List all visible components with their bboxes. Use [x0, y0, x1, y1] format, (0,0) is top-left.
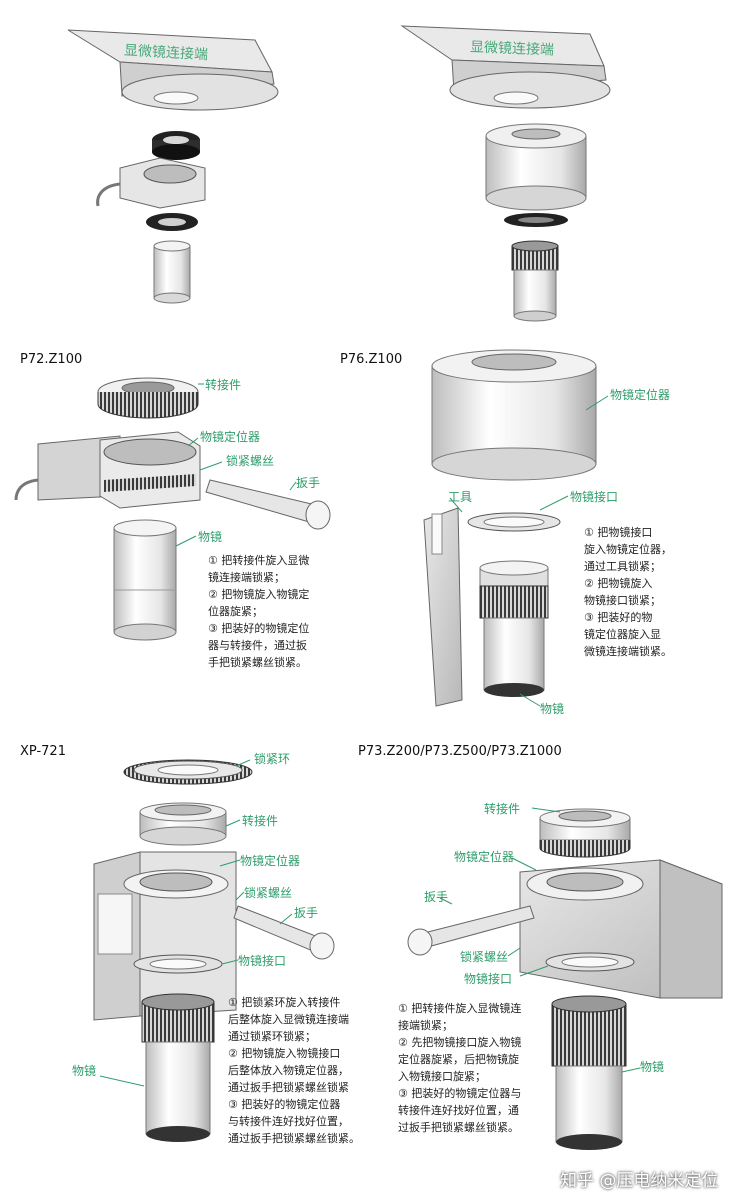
p73-label-wrench: 扳手: [424, 890, 449, 904]
p73-label-objective: 物镜: [640, 1060, 665, 1074]
p73-instruction-line: 入物镜接口旋紧；: [398, 1070, 486, 1083]
p76-instruction-line: 通过工具锁紧；: [584, 560, 661, 573]
p72-label-adapter: 转接件: [205, 378, 242, 392]
p76-locator: [431, 349, 597, 481]
top-right-locator: [485, 123, 587, 211]
top-right-engraving: 显微镜连接端: [469, 39, 555, 59]
p76-instruction-line: ② 把物镜旋入: [584, 577, 653, 590]
p76-model-title: P76.Z100: [340, 352, 403, 367]
p76-tool: [423, 507, 463, 707]
p76-instruction-line: 物镜接口锁紧；: [584, 594, 661, 607]
p73-instruction-line: ① 把转接件旋入显微镜连: [398, 1002, 522, 1015]
xp721-locator-block: [93, 851, 237, 1021]
xp721-instruction-line: ③ 把装好的物镜定位器: [228, 1098, 341, 1111]
p72-instruction-line: 器与转接件，通过扳: [208, 639, 307, 652]
p73-objective: [551, 995, 627, 1150]
p73-model-title: P73.Z200/P73.Z500/P73.Z1000: [358, 744, 562, 759]
p72-label-screw: 锁紧螺丝: [226, 454, 275, 468]
p73-locator-block: [519, 859, 723, 999]
top-left-connector: [67, 29, 279, 111]
p72-label-wrench: 扳手: [296, 476, 321, 490]
top-right-connector: [400, 25, 611, 109]
p72-instruction-line: 位器旋紧；: [208, 605, 263, 618]
xp721-instruction-line: 后整体旋入显微镜连接端: [228, 1013, 349, 1026]
xp721-wrench: [233, 905, 335, 960]
p72-adapter: [97, 377, 199, 419]
p73-wrench: [407, 905, 535, 956]
top-left-lower-ring: [146, 213, 198, 231]
p72-instruction-line: ② 把物镜旋入物镜定: [208, 588, 310, 601]
p73-label-interface: 物镜接口: [464, 972, 513, 986]
p72-instruction-line: ③ 把装好的物镜定位: [208, 622, 310, 635]
p72-instructions: ① 把转接件旋入显微 镜连接端锁紧； ② 把物镜旋入物镜定 位器旋紧； ③ 把装…: [208, 552, 309, 671]
p73-instruction-line: ③ 把装好的物镜定位器与: [398, 1087, 522, 1100]
p73-instruction-line: ② 先把物镜接口旋入物镜: [398, 1036, 522, 1049]
xp721-instruction-line: ① 把锁紧环旋入转接件: [228, 996, 341, 1009]
p72-instruction-line: 手把锁紧螺丝锁紧。: [208, 656, 307, 669]
p76-label-locator: 物镜定位器: [610, 388, 671, 402]
top-right-objective: [511, 240, 559, 322]
p72-instruction-line: ① 把转接件旋入显微: [208, 554, 310, 567]
p72-locator-block: [14, 431, 201, 509]
top-right-black-ring: [504, 213, 568, 227]
leader-lines: [99, 383, 641, 1087]
p72-label-locator: 物镜定位器: [200, 430, 261, 444]
xp721-interface-ring: [133, 954, 223, 974]
top-left-adapter-ring: [152, 131, 200, 160]
p76-label-interface: 物镜接口: [570, 490, 619, 504]
xp721-objective: [141, 993, 215, 1142]
p73-instruction-line: 过扳手把锁紧螺丝锁紧。: [398, 1121, 519, 1134]
p72-objective: [113, 519, 177, 641]
xp721-label-locator: 物镜定位器: [240, 854, 301, 868]
p76-instructions: ① 把物镜接口 旋入物镜定位器， 通过工具锁紧； ② 把物镜旋入 物镜接口锁紧；…: [584, 524, 672, 660]
top-left-clamp: [96, 157, 206, 209]
p76-instruction-line: 镜定位器旋入显: [584, 628, 661, 641]
p72-instruction-line: 镜连接端锁紧；: [208, 571, 285, 584]
xp721-label-adapter: 转接件: [242, 814, 279, 828]
xp721-adapter: [139, 802, 227, 846]
xp721-instruction-line: 后整体放入物镜定位器，: [228, 1064, 349, 1077]
p73-instructions: ① 把转接件旋入显微镜连 接端锁紧； ② 先把物镜接口旋入物镜 定位器旋紧，后把…: [398, 1000, 521, 1136]
p72-model-title: P72.Z100: [20, 352, 83, 367]
xp721-label-interface: 物镜接口: [238, 954, 287, 968]
p72-label-objective: 物镜: [198, 530, 223, 544]
p76-objective: [479, 560, 549, 697]
watermark: 知乎 @压电纳米定位: [560, 1171, 719, 1191]
p76-instruction-line: 旋入物镜定位器，: [584, 543, 672, 556]
xp721-lockring: [123, 759, 253, 785]
xp721-label-wrench: 扳手: [294, 906, 319, 920]
p73-interface-ring: [545, 952, 635, 972]
p72-wrench: [205, 479, 331, 530]
p76-label-objective: 物镜: [540, 702, 565, 716]
xp721-instruction-line: 通过锁紧环锁紧；: [228, 1030, 316, 1043]
p73-label-screw: 锁紧螺丝: [460, 950, 509, 964]
p73-label-adapter: 转接件: [484, 802, 521, 816]
xp721-label-objective: 物镜: [72, 1064, 97, 1078]
xp721-instructions: ① 把锁紧环旋入转接件 后整体旋入显微镜连接端 通过锁紧环锁紧； ② 把物镜旋入…: [228, 994, 360, 1147]
xp721-instruction-line: 通过扳手把锁紧螺丝锁紧: [228, 1081, 349, 1094]
xp721-instruction-line: 通过扳手把锁紧螺丝锁紧。: [228, 1132, 360, 1145]
p76-instruction-line: 微镜连接端锁紧。: [584, 645, 672, 658]
p73-adapter: [539, 808, 631, 858]
p76-instruction-line: ① 把物镜接口: [584, 526, 653, 539]
p76-instruction-line: ③ 把装好的物: [584, 611, 653, 624]
p76-interface-ring: [467, 512, 561, 532]
xp721-label-screw: 锁紧螺丝: [244, 886, 293, 900]
p73-label-locator: 物镜定位器: [454, 850, 515, 864]
xp721-instruction-line: 与转接件连好找好位置，: [228, 1115, 349, 1128]
xp721-instruction-line: ② 把物镜旋入物镜接口: [228, 1047, 341, 1060]
p73-instruction-line: 定位器旋紧，后把物镜旋: [398, 1053, 519, 1066]
p76-label-tool: 工具: [448, 490, 473, 504]
p73-instruction-line: 接端锁紧；: [398, 1019, 453, 1032]
p73-instruction-line: 转接件连好找好位置，通: [398, 1104, 519, 1117]
xp721-label-lockring: 锁紧环: [254, 752, 291, 766]
xp721-model-title: XP-721: [20, 744, 66, 759]
top-left-objective: [153, 240, 191, 304]
